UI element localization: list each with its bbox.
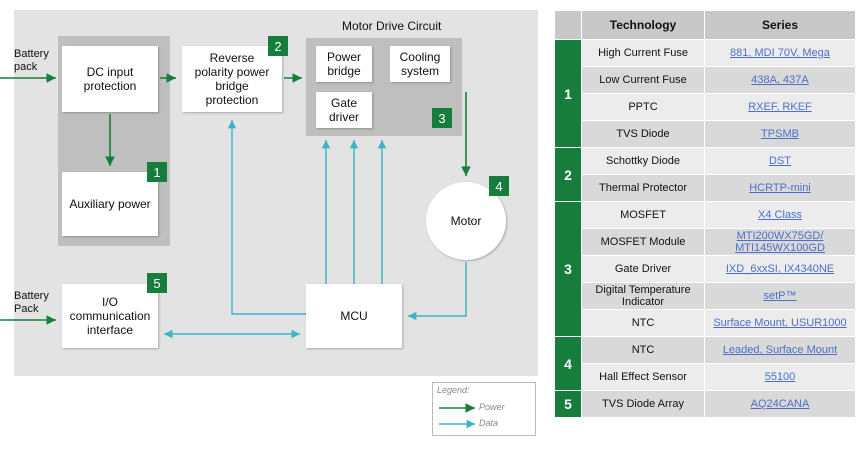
series-link[interactable]: MTI200WX75GD/ MTI145WX100GD: [704, 228, 856, 256]
series-link[interactable]: Leaded, Surface Mount: [704, 336, 856, 364]
series-link[interactable]: X4 Class: [704, 201, 856, 229]
gate-driver-block: Gate driver: [316, 92, 372, 128]
group-number-cell: 4: [554, 336, 582, 391]
series-link[interactable]: setP™: [704, 282, 856, 310]
technology-cell: Hall Effect Sensor: [581, 363, 705, 391]
technology-cell: NTC: [581, 309, 705, 337]
technology-cell: Digital Temperature Indicator: [581, 282, 705, 310]
technology-cell: TVS Diode: [581, 120, 705, 148]
technology-cell: MOSFET: [581, 201, 705, 229]
mcu-block: MCU: [306, 284, 402, 348]
dc-input-protection-block: DC input protection: [62, 46, 158, 112]
auxiliary-power-block: Auxiliary power: [62, 172, 158, 236]
io-interface-block: I/O communication interface: [62, 284, 158, 348]
series-link[interactable]: HCRTP-mini: [704, 174, 856, 202]
data-arrow-motor-mcu: [408, 262, 467, 321]
data-arrow-mcu-reverse: [227, 120, 306, 315]
legend-title: Legend:: [437, 385, 470, 395]
table-header-row: Technology Series: [554, 10, 856, 40]
header-blank-cell: [554, 10, 582, 40]
header-series: Series: [704, 10, 856, 40]
legend: Legend: Power Data: [432, 382, 536, 436]
header-technology: Technology: [581, 10, 705, 40]
series-link[interactable]: DST: [704, 147, 856, 175]
series-link[interactable]: 55100: [704, 363, 856, 391]
technology-cell: Gate Driver: [581, 255, 705, 283]
group-number-cell: 3: [554, 201, 582, 337]
series-link[interactable]: 438A, 437A: [704, 66, 856, 94]
technology-cell: PPTC: [581, 93, 705, 121]
badge-1: 1: [147, 162, 167, 182]
legend-data-label: Data: [479, 418, 499, 428]
power-bridge-block: Power bridge: [316, 46, 372, 82]
legend-power-label: Power: [479, 402, 505, 412]
technology-cell: NTC: [581, 336, 705, 364]
group-number-cell: 2: [554, 147, 582, 202]
reverse-polarity-block: Reverse polarity power bridge protection: [182, 46, 282, 112]
badge-2: 2: [268, 36, 288, 56]
block-diagram: Motor Drive Circuit Battery pack Battery…: [0, 10, 538, 436]
series-link[interactable]: IXD_6xxSI, IX4340NE: [704, 255, 856, 283]
connector-arrows: [0, 73, 471, 339]
technology-cell: Low Current Fuse: [581, 66, 705, 94]
series-link[interactable]: AQ24CANA: [704, 390, 856, 418]
cooling-system-block: Cooling system: [390, 46, 450, 82]
technology-cell: Thermal Protector: [581, 174, 705, 202]
series-link[interactable]: Surface Mount, USUR1000: [704, 309, 856, 337]
battery-pack-label-bottom: Battery Pack: [14, 290, 49, 315]
badge-3: 3: [432, 108, 452, 128]
group-number-cell: 5: [554, 390, 582, 418]
motor-drive-title: Motor Drive Circuit: [342, 19, 442, 33]
technology-cell: MOSFET Module: [581, 228, 705, 256]
badge-4: 4: [489, 176, 509, 196]
group-number-cell: 1: [554, 39, 582, 148]
series-link[interactable]: TPSMB: [704, 120, 856, 148]
badge-5: 5: [147, 273, 167, 293]
series-link[interactable]: RXEF, RKEF: [704, 93, 856, 121]
technology-cell: High Current Fuse: [581, 39, 705, 67]
battery-pack-label-top: Battery pack: [14, 48, 49, 73]
technology-cell: TVS Diode Array: [581, 390, 705, 418]
technology-cell: Schottky Diode: [581, 147, 705, 175]
legend-swatches: [439, 403, 475, 429]
series-link[interactable]: 881, MDI 70V, Mega: [704, 39, 856, 67]
